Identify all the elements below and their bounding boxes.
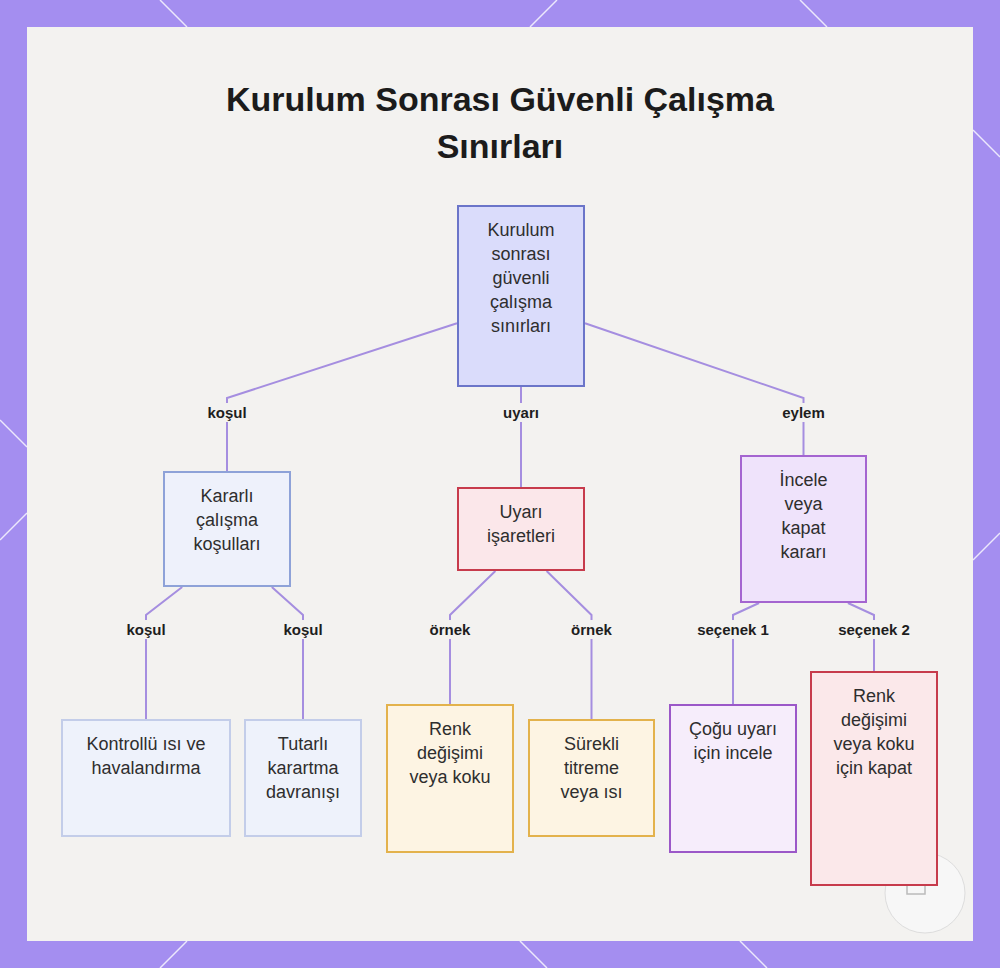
node-text: Çoğu uyarı için incele [687,718,779,766]
process-box: Sürekli titreme veya ısı [528,719,655,837]
process-box: Kontrollü ısı ve havalandırma [61,719,231,837]
node-text: Renk değişimi veya koku [400,718,500,790]
node-text: Uyarı işaretleri [473,501,569,549]
edge-label: koşul [122,620,169,639]
edge-label: koşul [279,620,326,639]
canvas-ground [27,27,973,941]
process-box: Tutarlı karartma davranışı [244,719,362,837]
process-box: Çoğu uyarı için incele [669,704,797,853]
edge-label: uyarı [499,403,543,422]
edge-label: koşul [203,403,250,422]
connector-line [146,587,182,719]
node-text: Sürekli titreme veya ısı [546,733,638,805]
node-text: İncele veya kapat kararı [771,469,837,565]
connector-line [547,571,592,719]
node-text: Kurulum sonrası güvenli çalışma sınırlar… [479,219,563,339]
node-text: Renk değişimi veya koku için kapat [824,685,924,781]
connector-line [733,603,759,704]
edge-label: seçenek 2 [834,620,914,639]
process-box: İncele veya kapat kararı [740,455,867,603]
edge-label: eylem [778,403,829,422]
process-box: Renk değişimi veya koku [386,704,514,853]
process-box: Kararlı çalışma koşulları [163,471,291,587]
connector-line [272,587,303,719]
edge-label: seçenek 1 [693,620,773,639]
process-box: Renk değişimi veya koku için kapat [810,671,938,886]
edge-label: örnek [567,620,616,639]
edge-label: örnek [426,620,475,639]
connector-line [585,323,804,455]
process-box: Uyarı işaretleri [457,487,585,571]
process-box: Kurulum sonrası güvenli çalışma sınırlar… [457,205,585,387]
node-text: Kontrollü ısı ve havalandırma [81,733,211,781]
connector-line [227,323,457,471]
node-text: Kararlı çalışma koşulları [181,485,273,557]
node-text: Tutarlı karartma davranışı [255,733,351,805]
diagram-title: Kurulum Sonrası Güvenli Çalışma Sınırlar… [190,76,810,170]
